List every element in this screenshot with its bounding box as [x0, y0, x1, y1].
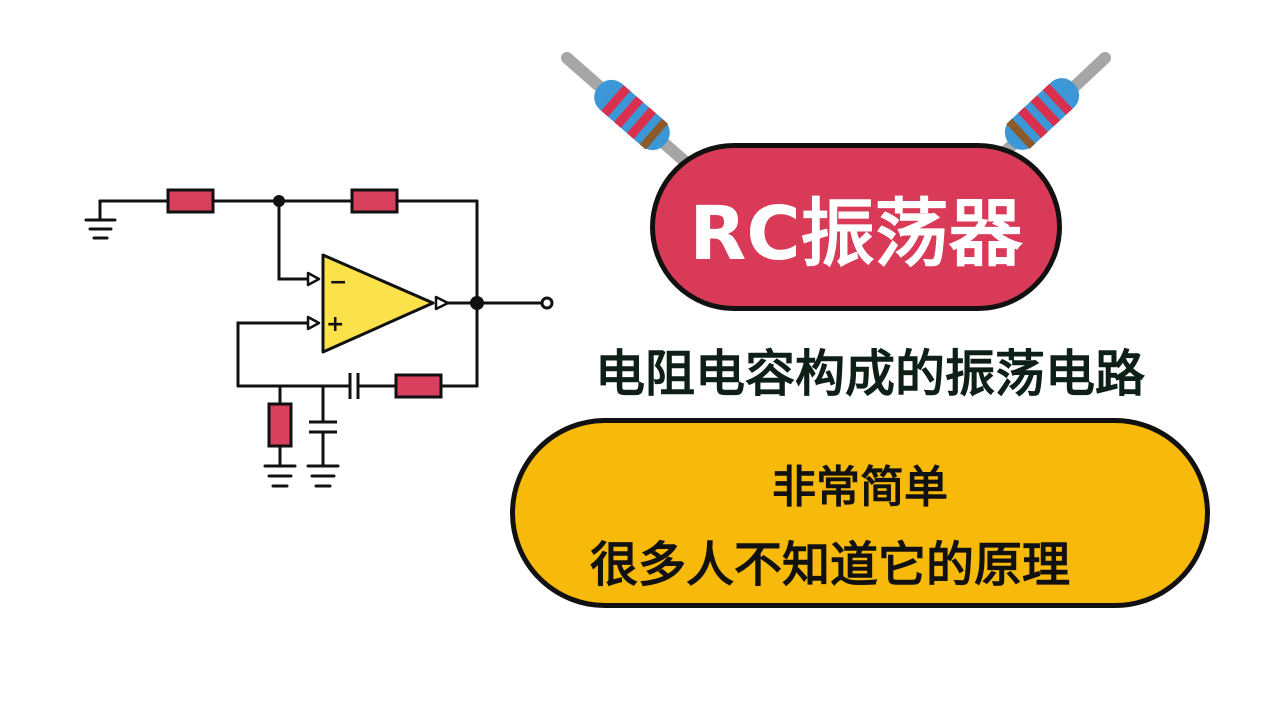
op-amp-minus-sign: −: [329, 270, 347, 295]
resistor-component-left: [561, 52, 696, 172]
capacitor-shunt: [309, 420, 337, 434]
ground-symbol-resistor: [263, 464, 297, 488]
resistor-r4: [267, 402, 293, 448]
resistor-r3: [394, 373, 443, 399]
ground-symbol-capacitor: [306, 464, 340, 488]
op-amp: − +: [306, 253, 450, 354]
title-badge: RC振荡器: [650, 143, 1062, 311]
note-line-1: 非常简单: [772, 462, 948, 513]
resistor-symbols: [166, 188, 443, 448]
junctions: [273, 195, 484, 310]
ground-symbol-left: [84, 199, 117, 240]
capacitor-series: [348, 373, 360, 399]
circuit-schematic: [84, 199, 544, 488]
resistor-r1: [166, 188, 215, 214]
output-terminal: [540, 296, 554, 310]
resistor-r2: [350, 188, 399, 214]
subtitle-text: 电阻电容构成的振荡电路: [595, 345, 1145, 403]
note-line-2: 很多人不知道它的原理: [589, 537, 1070, 593]
op-amp-plus-sign: +: [326, 312, 344, 337]
title-text: RC振荡器: [689, 190, 1023, 277]
note-badge: 非常简单 很多人不知道它的原理: [510, 418, 1210, 608]
